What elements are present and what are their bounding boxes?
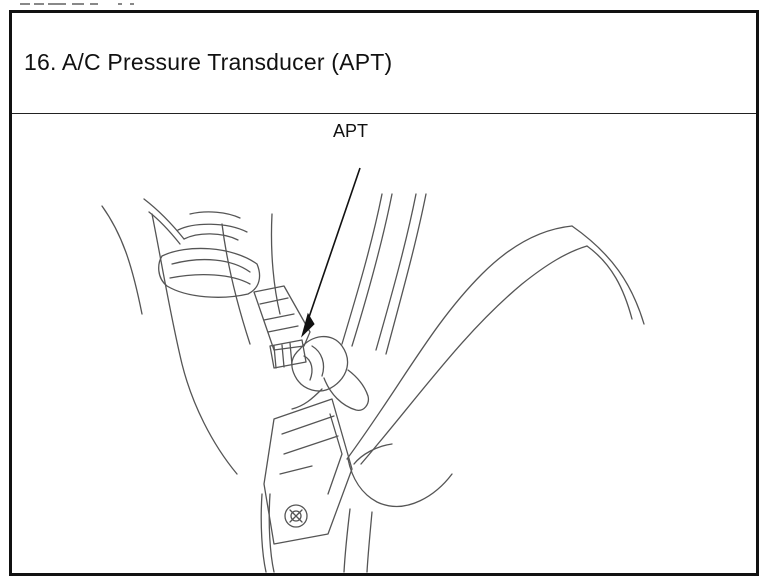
- scan-artifact-mark: [20, 3, 134, 5]
- elbow-fitting: [323, 369, 370, 411]
- figure-frame: 16. A/C Pressure Transducer (APT): [9, 10, 759, 576]
- mounting-bracket: [263, 398, 353, 545]
- page-title: 16. A/C Pressure Transducer (APT): [24, 49, 393, 75]
- bolt-head: [284, 504, 308, 528]
- pipe-right-inner: [385, 193, 427, 355]
- pipe-left-inner: [351, 193, 393, 347]
- large-hose-outline-outer: [346, 225, 573, 460]
- apt-callout-label: APT: [333, 121, 369, 141]
- left-hose-body: [151, 213, 238, 475]
- transducer-body: [269, 339, 307, 369]
- pipe-right-outer: [375, 193, 417, 351]
- hose-bend-lower: [347, 458, 453, 508]
- hose-clamp-outer: [158, 247, 261, 298]
- left-hose-top: [143, 198, 185, 240]
- header-panel: 16. A/C Pressure Transducer (APT): [12, 13, 756, 114]
- apt-leader-arrow: [301, 312, 315, 338]
- line-drawing: [101, 167, 645, 573]
- fitting-nut: [291, 335, 349, 392]
- connector-body: [253, 285, 311, 351]
- apt-leader-line: [305, 167, 361, 327]
- component-illustration: [12, 114, 756, 573]
- large-hose-outline-inner: [360, 245, 588, 465]
- pipe-left-outer: [341, 193, 383, 345]
